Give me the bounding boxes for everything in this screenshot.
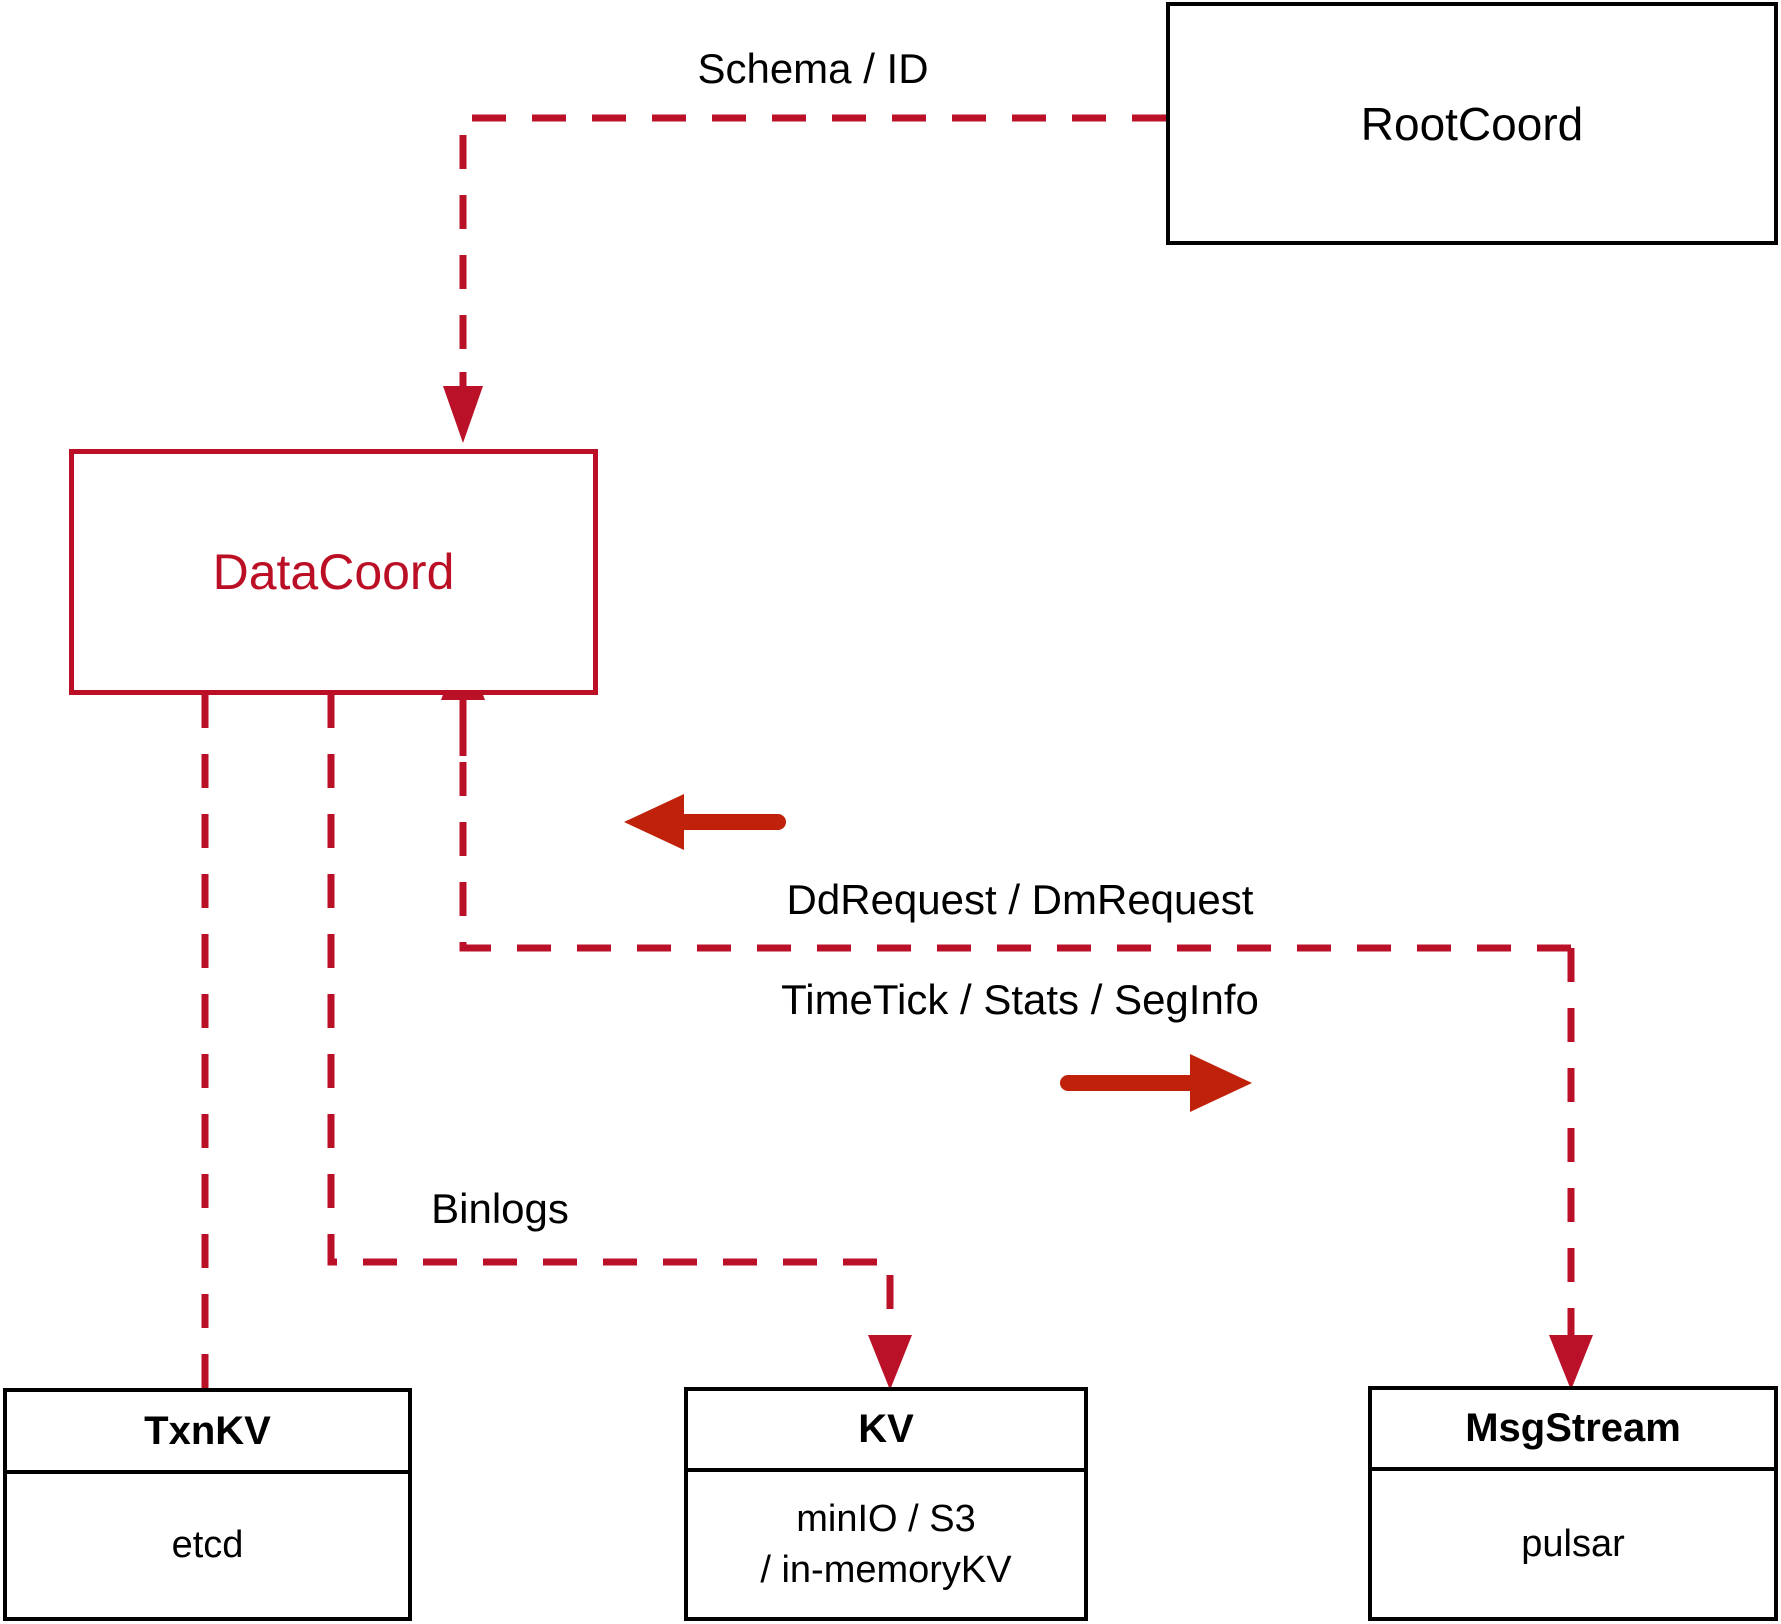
node-kv-body: minIO / S3 / in-memoryKV — [688, 1468, 1084, 1617]
edge-label-timetick-stats-seginfo: TimeTick / Stats / SegInfo — [781, 976, 1259, 1023]
node-msgstream[interactable]: MsgStream pulsar — [1368, 1386, 1778, 1621]
node-rootcoord[interactable]: RootCoord — [1166, 2, 1778, 245]
node-msgstream-title: MsgStream — [1465, 1406, 1681, 1450]
edge-label-schema-id: Schema / ID — [697, 45, 929, 92]
node-kv-title: KV — [858, 1407, 914, 1451]
node-txnkv[interactable]: TxnKV etcd — [3, 1388, 412, 1621]
edge-label-ddrequest-dmrequest: DdRequest / DmRequest — [786, 876, 1254, 923]
node-rootcoord-label: RootCoord — [1360, 97, 1584, 150]
direction-arrow-left-icon — [624, 794, 786, 850]
node-msgstream-body-line1: pulsar — [1521, 1522, 1625, 1565]
edge-label-binlogs: Binlogs — [431, 1185, 569, 1232]
node-kv-body-line1: minIO / S3 — [796, 1498, 976, 1541]
edge-schema-id — [443, 114, 1166, 443]
node-txnkv-title: TxnKV — [144, 1408, 271, 1453]
node-txnkv-body-line1: etcd — [171, 1524, 244, 1567]
node-msgstream-body: pulsar — [1372, 1467, 1774, 1617]
node-kv[interactable]: KV minIO / S3 / in-memoryKV — [684, 1387, 1088, 1621]
edge-timetick-stats-seginfo — [1549, 948, 1593, 1390]
node-kv-body-line2: / in-memoryKV — [760, 1548, 1012, 1591]
direction-arrow-right-icon — [1060, 1054, 1252, 1112]
edge-binlogs — [327, 694, 912, 1390]
node-txnkv-body: etcd — [7, 1470, 408, 1617]
node-datacoord[interactable]: DataCoord — [69, 449, 598, 695]
node-datacoord-label: DataCoord — [212, 544, 455, 600]
